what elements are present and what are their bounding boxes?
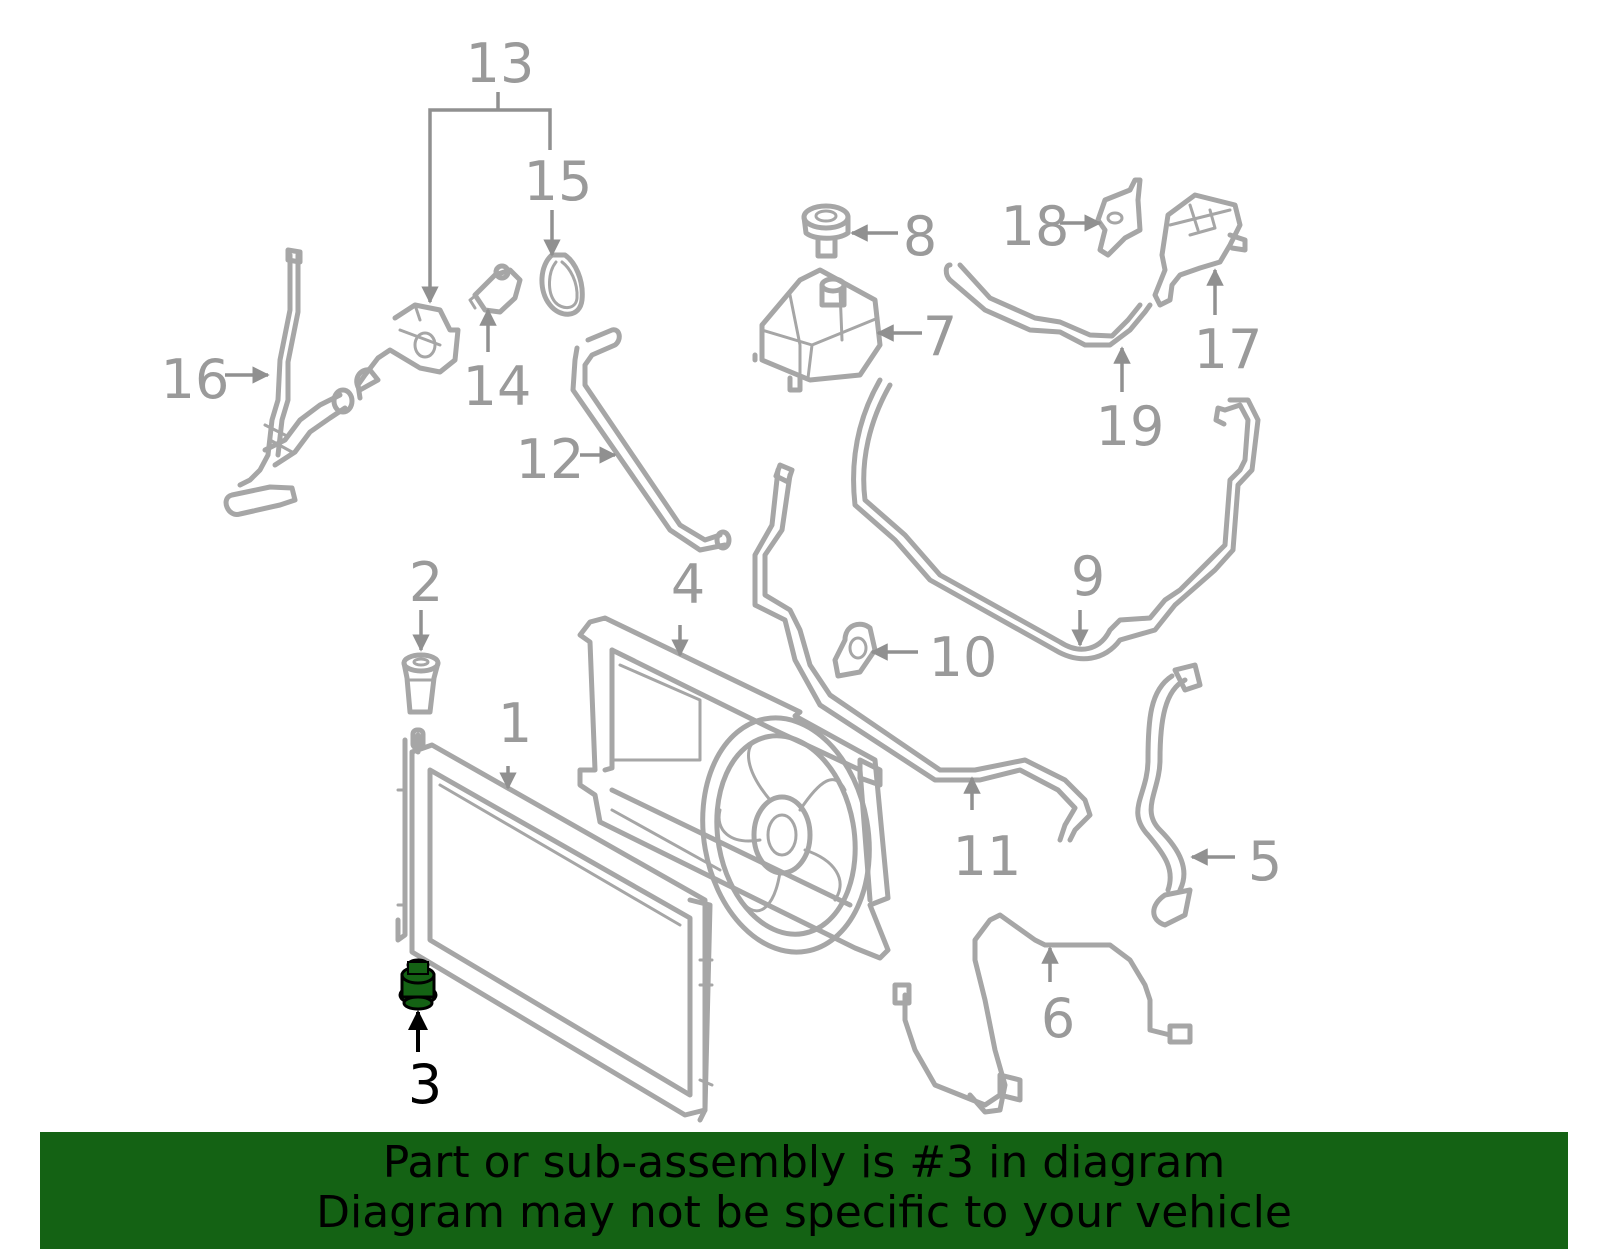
- control-valve-part: [1152, 192, 1248, 308]
- thermostat-part: [468, 263, 523, 315]
- callout-15: 15: [524, 150, 593, 213]
- thermostat-housing-part: [354, 302, 461, 401]
- grommet-part: [401, 652, 441, 715]
- vent-hose-part: [943, 262, 1153, 348]
- callout-8: 8: [903, 205, 937, 268]
- coolant-hose-part: [851, 377, 1261, 662]
- callout-14: 14: [463, 355, 532, 418]
- callout-3-highlighted: 3: [408, 1053, 442, 1116]
- sensor-hose-part: [1135, 662, 1203, 928]
- heater-pipe-part: [223, 247, 355, 517]
- thermostat-seal-part: [539, 252, 585, 317]
- callout-19: 19: [1096, 395, 1165, 458]
- callout-6: 6: [1041, 987, 1075, 1050]
- callout-17: 17: [1194, 318, 1263, 381]
- expansion-tank-part: [752, 267, 883, 393]
- callout-9: 9: [1071, 545, 1105, 608]
- callout-13: 13: [466, 32, 535, 95]
- leader-13: [421, 108, 552, 304]
- mounting-bracket-part: [1095, 177, 1143, 258]
- info-banner: Part or sub-assembly is #3 in diagram Di…: [40, 1132, 1568, 1249]
- callout-7: 7: [923, 305, 957, 368]
- callout-2: 2: [409, 551, 443, 614]
- leader-lines: [225, 92, 1235, 1052]
- callout-5: 5: [1248, 830, 1282, 893]
- callout-12: 12: [516, 428, 585, 491]
- reservoir-cap-part: [801, 203, 851, 259]
- fan-shroud-part: [577, 615, 891, 961]
- banner-line-2: Diagram may not be specific to your vehi…: [316, 1187, 1292, 1238]
- lower-hose-part: [752, 462, 1093, 843]
- callout-16: 16: [161, 348, 230, 411]
- bypass-hose-part: [570, 327, 732, 553]
- wiring-harness-part: [892, 912, 1193, 1115]
- callout-18: 18: [1001, 195, 1070, 258]
- callout-1: 1: [498, 692, 532, 755]
- callout-11: 11: [953, 825, 1022, 888]
- banner-line-1: Part or sub-assembly is #3 in diagram: [382, 1137, 1226, 1188]
- radiator-part: [395, 727, 714, 1123]
- bushing-part-highlighted: [398, 958, 438, 1011]
- hose-clip-part: [832, 621, 878, 679]
- callout-labels: 1 2 3 4 5 6 7 8 9 10 11 12 13 14 15 16 1…: [161, 32, 1283, 1116]
- callout-10: 10: [929, 626, 998, 689]
- callout-4: 4: [671, 553, 705, 616]
